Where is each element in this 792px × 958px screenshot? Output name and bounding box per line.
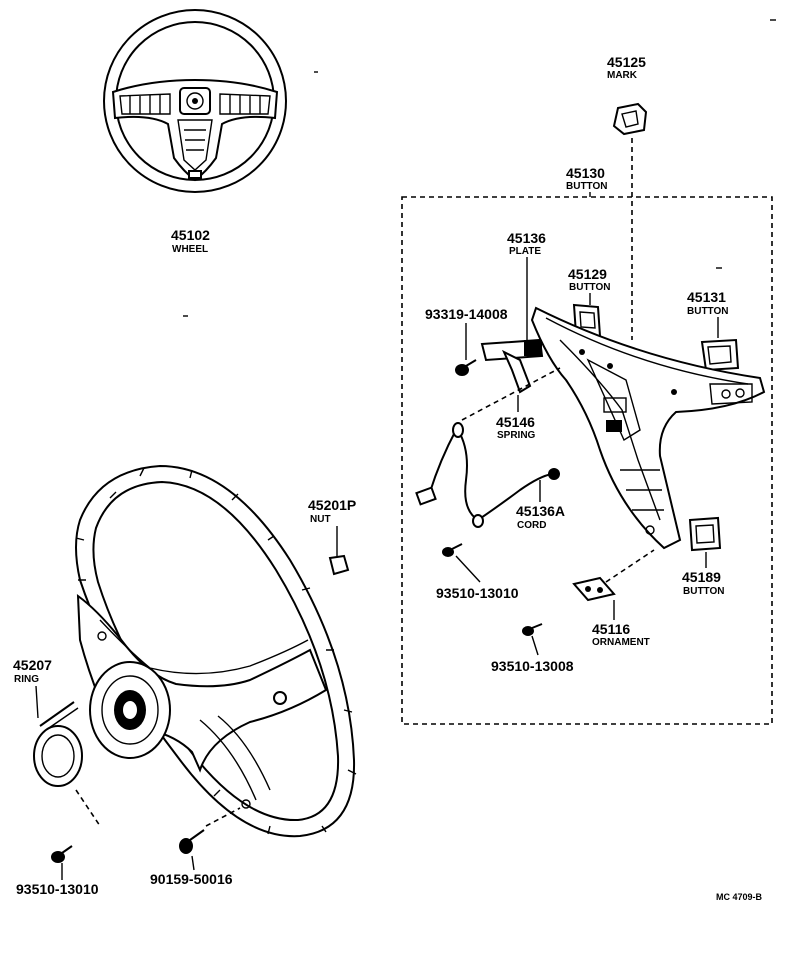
mark-45125-illustration	[612, 102, 648, 136]
screw-93510-13010-box-illustration	[442, 543, 463, 557]
button-45189-illustration	[688, 516, 722, 552]
part-name-45136: PLATE	[509, 246, 541, 257]
part-name-45136A: CORD	[517, 520, 546, 531]
part-number-45201P: 45201P	[308, 497, 356, 513]
part-number-45125: 45125	[607, 54, 646, 70]
spring-45146-illustration	[501, 349, 532, 394]
part-name-45102: WHEEL	[172, 244, 208, 255]
part-name-45201P: NUT	[310, 514, 331, 525]
diagram-reference-code: MC 4709-B	[716, 892, 763, 902]
part-number-45146: 45146	[496, 414, 535, 430]
ornament-45116-illustration	[572, 576, 616, 602]
cord-45136A-illustration	[415, 422, 560, 528]
part-number-93510-13008: 93510-13008	[491, 658, 574, 674]
button-45131-illustration	[700, 338, 740, 372]
part-number-45102: 45102	[171, 227, 210, 243]
screw-93510-13010-lower-illustration	[51, 845, 73, 863]
part-name-45207: RING	[14, 674, 39, 685]
part-number-93510-13010-lower: 93510-13010	[16, 881, 99, 897]
nut-45201P-illustration	[328, 554, 350, 576]
part-name-45125: MARK	[607, 70, 638, 81]
ring-45207-illustration	[33, 701, 83, 787]
screw-93510-13008-illustration	[522, 623, 543, 636]
part-name-45116: ORNAMENT	[592, 637, 650, 648]
part-name-45146: SPRING	[497, 430, 536, 441]
part-number-45131: 45131	[687, 289, 726, 305]
horn-pad-body-illustration	[530, 306, 766, 550]
part-number-45136A: 45136A	[516, 503, 565, 519]
bolt-93319-illustration	[455, 359, 477, 376]
part-number-45136: 45136	[507, 230, 546, 246]
part-number-45116: 45116	[592, 621, 630, 637]
steering-wheel-top-illustration	[103, 9, 287, 193]
steering-wheel-side-illustration	[75, 464, 357, 838]
part-name-45130: BUTTON	[566, 181, 607, 192]
part-number-93319-14008: 93319-14008	[425, 306, 508, 322]
plate-45136-illustration	[480, 338, 544, 362]
part-number-93510-13010-box: 93510-13010	[436, 585, 519, 601]
bolt-90159-50016-illustration	[179, 829, 205, 854]
part-name-45189: BUTTON	[683, 586, 724, 597]
part-number-45189: 45189	[682, 569, 721, 585]
part-number-45129: 45129	[568, 266, 607, 282]
part-name-45131: BUTTON	[687, 306, 728, 317]
part-name-45129: BUTTON	[569, 282, 610, 293]
part-number-45207: 45207	[13, 657, 52, 673]
part-number-45130: 45130	[566, 165, 605, 181]
button-assembly-dashed-box	[401, 196, 773, 725]
part-number-90159-50016: 90159-50016	[150, 871, 233, 887]
